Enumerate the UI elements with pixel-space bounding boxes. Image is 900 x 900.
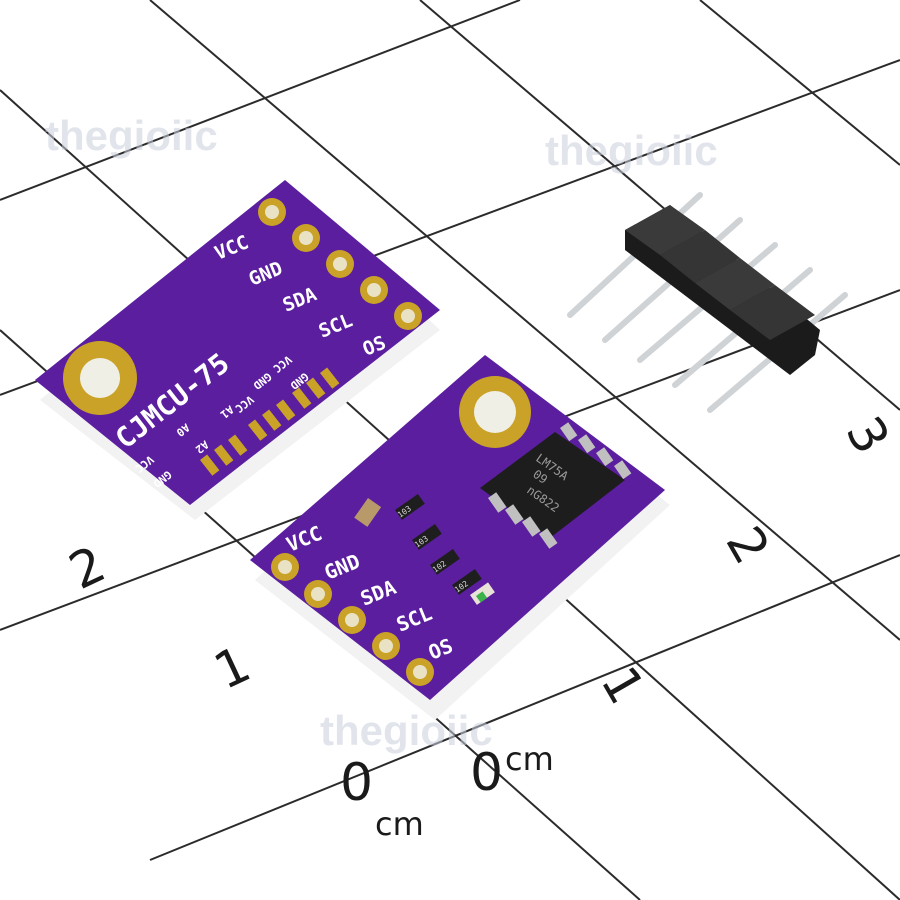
chip-lead	[539, 528, 558, 549]
jumper-pad	[291, 387, 312, 409]
resistor-body	[430, 548, 460, 575]
pin-header	[567, 192, 848, 413]
header-plastic-top	[730, 285, 815, 340]
scale-zero-right: 0	[470, 743, 503, 803]
watermark: thegioiic	[545, 127, 718, 174]
pin-hole	[345, 613, 359, 627]
grid-line	[699, 0, 900, 166]
pin-hole	[311, 587, 325, 601]
front-board: VCC GND SDA SCL OS LM75A 09 nG822 103	[250, 355, 670, 720]
scale-unit-right: cm	[505, 740, 554, 778]
pin-hole	[333, 257, 347, 271]
scale-tick-right-2: 2	[715, 517, 781, 574]
chip-lead	[522, 516, 541, 537]
pin-hole	[265, 205, 279, 219]
address-label: A2	[193, 438, 211, 456]
led-lens	[476, 591, 488, 603]
pin-hole	[413, 665, 427, 679]
watermark: thegioiic	[320, 707, 493, 754]
chip-lead	[487, 492, 507, 513]
header-plastic-top	[695, 258, 775, 310]
grid-line	[419, 0, 900, 411]
watermark: thegioiic	[45, 112, 218, 159]
resistor-body	[412, 523, 442, 550]
chip-lead	[504, 504, 524, 525]
jumper-pad	[320, 367, 340, 389]
header-plastic-top	[625, 205, 705, 255]
scale-zero-left: 0	[340, 753, 373, 813]
resistor-body	[395, 493, 425, 520]
jumper-pad	[248, 419, 268, 441]
chip-lead	[596, 447, 614, 467]
jumper-pad	[305, 377, 326, 399]
jumper-pad	[261, 409, 282, 431]
scale-tick-right-3: 3	[835, 407, 900, 464]
jumper-pad	[214, 444, 234, 466]
mounting-hole-center	[474, 391, 516, 433]
chip-lead	[614, 460, 632, 480]
pin-hole	[401, 309, 415, 323]
grid-line	[149, 554, 900, 861]
lm75a-chip: LM75A 09 nG822	[480, 422, 632, 549]
scale-unit-left: cm	[375, 805, 424, 843]
mounting-hole-center	[80, 358, 120, 398]
address-jumpers	[199, 367, 340, 476]
back-board: VCC GND SDA SCL OS CJMCU-75 VCC GND A0 A…	[35, 180, 440, 520]
pin-hole	[278, 560, 292, 574]
address-label: A0	[174, 421, 192, 439]
jumper-pad	[276, 399, 296, 421]
scale-tick-right-1: 1	[590, 657, 656, 714]
chip-lead	[560, 422, 578, 442]
chip-marking: 09	[530, 467, 550, 487]
grid-line	[149, 0, 900, 641]
resistor-body	[451, 568, 482, 595]
scale-tick-left-2: 2	[61, 535, 114, 601]
pin-hole	[367, 283, 381, 297]
scale-tick-left-1: 1	[206, 635, 259, 701]
header-plastic-top	[660, 230, 740, 283]
grid-line	[0, 0, 521, 201]
pin-hole	[379, 639, 393, 653]
chip-lead	[578, 434, 596, 454]
jumper-pad	[227, 434, 248, 456]
pin-hole	[299, 231, 313, 245]
capacitor	[354, 498, 382, 527]
jumper-pad	[199, 454, 220, 476]
